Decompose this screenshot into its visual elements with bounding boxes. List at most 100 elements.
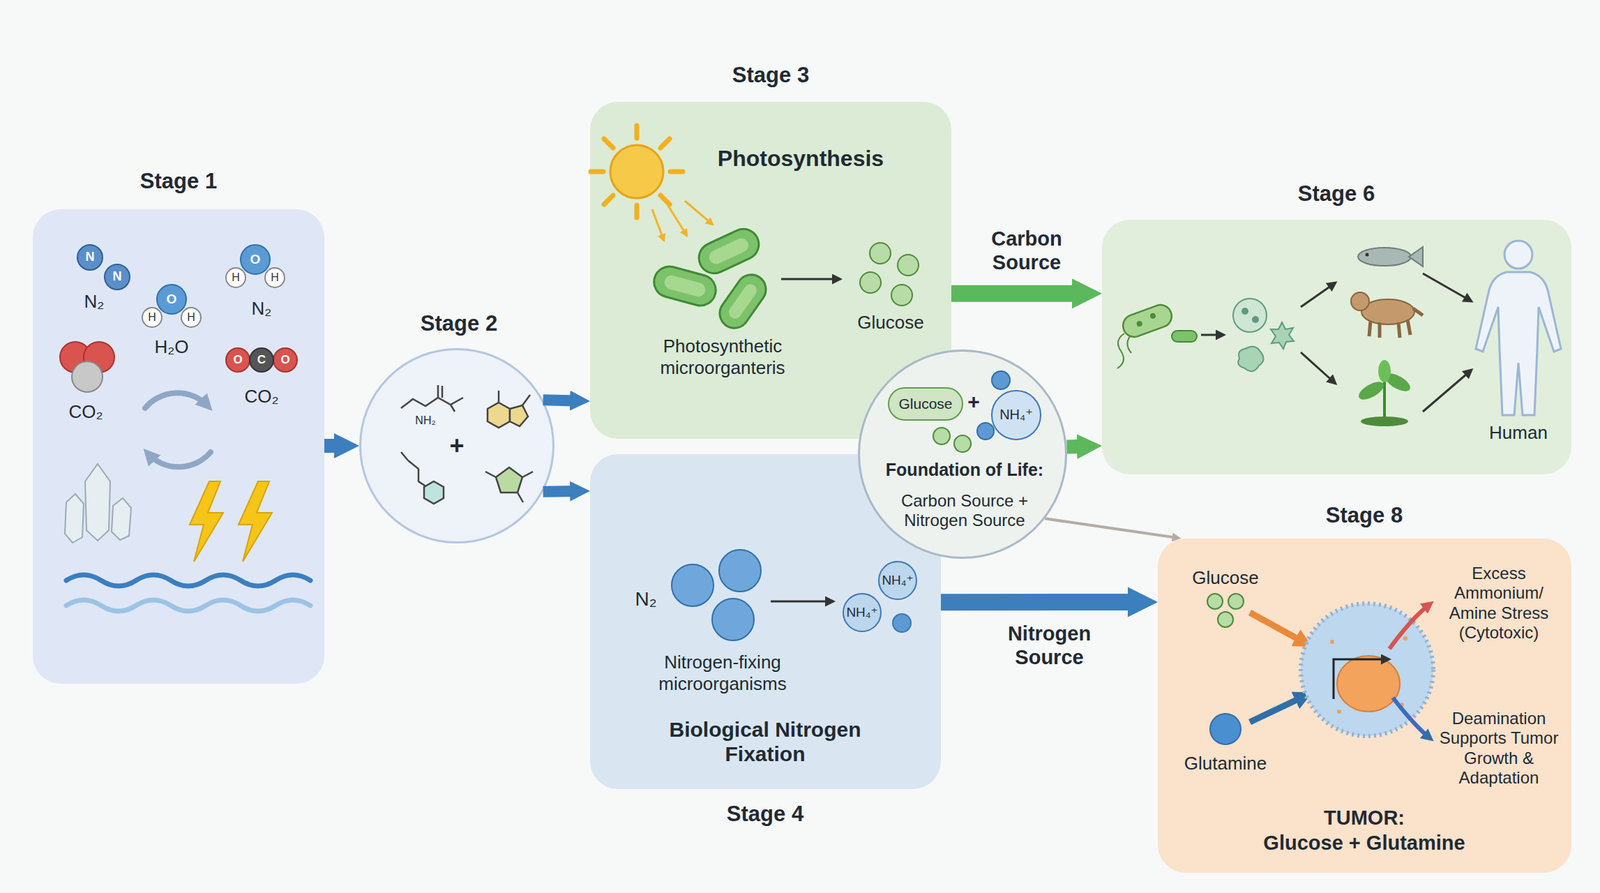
glucose-dots	[891, 284, 913, 306]
molecule-sketch	[401, 397, 464, 409]
deamination-arrow	[1392, 697, 1430, 738]
ammonium-circle: NH₄⁺	[991, 389, 1042, 441]
food-chain-arrows	[1300, 273, 1472, 412]
food-chain-arrows	[1300, 352, 1336, 384]
molecule-sketch	[424, 481, 444, 504]
node-text: Photosynthesis	[717, 145, 884, 173]
flow-arrow	[543, 485, 577, 498]
node-text: Stage 8	[1325, 502, 1403, 529]
process-arrow	[1201, 334, 1225, 337]
glucose-dots	[859, 242, 919, 306]
human-figure	[1504, 240, 1533, 269]
tumor-cell	[1337, 655, 1400, 712]
label-text: O	[232, 352, 243, 367]
glucose-dots	[869, 242, 891, 264]
water-molecule	[225, 244, 285, 288]
foundation-circle: Foundation of Life:Carbon Source + Nitro…	[857, 349, 1068, 559]
microbes	[1238, 346, 1264, 372]
carbon-dioxide-molecule	[225, 348, 250, 372]
water-waves	[66, 599, 311, 611]
carbon-dioxide-molecule	[273, 348, 298, 372]
bacterium	[1149, 312, 1157, 320]
label-text: H	[147, 311, 157, 325]
process-arrow	[781, 278, 841, 281]
node-text: Stage 2	[420, 311, 498, 337]
node-text: Carbon Source + Nitrogen Source	[884, 491, 1045, 531]
molecule-sketch	[408, 460, 429, 489]
molecule-sketch	[401, 385, 464, 412]
molecule-sketch	[498, 390, 531, 406]
sun	[610, 145, 664, 199]
food-chain-arrows	[1422, 273, 1472, 302]
node-text: Glucose + Glutamine	[1263, 830, 1465, 855]
molecule-sketch	[438, 385, 443, 398]
photosynthetic-bacterium	[707, 235, 752, 266]
bacterium	[1117, 333, 1132, 369]
bacterium	[1171, 330, 1197, 342]
label-text: Photosynthetic microorganteris	[642, 335, 803, 379]
light-rays	[652, 209, 664, 241]
glucose-dots	[897, 254, 919, 276]
tumor-cell	[1399, 702, 1405, 707]
label-text: Human	[1489, 421, 1548, 444]
light-rays	[668, 205, 688, 236]
molecule-sketch	[495, 467, 523, 493]
microbes	[1233, 298, 1294, 372]
label-text: N₂	[634, 587, 657, 611]
carbon-dioxide-cluster	[71, 361, 103, 392]
label-text: O	[166, 291, 178, 307]
carbon-dioxide-molecule	[249, 348, 274, 372]
stress-arrow	[1389, 604, 1430, 649]
glucose-dots	[1207, 593, 1244, 628]
molecule-sketch	[487, 402, 510, 428]
nutrient-dots	[933, 371, 1010, 452]
water-molecule	[142, 307, 162, 328]
ammonium-spheres	[892, 613, 911, 632]
bacterium	[1120, 302, 1176, 341]
human-figure	[1475, 240, 1561, 415]
sun	[590, 125, 683, 218]
node-text: TUMOR:	[1323, 805, 1405, 830]
water-molecule	[181, 307, 201, 328]
light-rays	[652, 200, 713, 241]
bacterium	[1120, 302, 1176, 341]
water-molecule	[156, 284, 187, 314]
photosynthetic-bacterium	[693, 223, 764, 279]
flow-arrow	[543, 399, 577, 401]
molecule-sketch	[401, 451, 409, 461]
tumor-cell	[1337, 709, 1342, 714]
label-text: N₂	[84, 290, 105, 313]
crystals	[64, 463, 132, 543]
edge-label: Carbon Source	[971, 225, 1082, 276]
label-text: NH₄⁺	[881, 572, 913, 588]
animal	[1351, 292, 1370, 311]
animal	[1361, 299, 1415, 325]
glucose-dots	[1228, 593, 1244, 609]
plant	[1383, 375, 1386, 420]
glutamine-sphere	[1210, 713, 1241, 745]
fish	[1357, 246, 1423, 267]
nitrogen-molecule	[104, 264, 130, 290]
animal	[1369, 308, 1423, 338]
node-text: NH₄⁺	[999, 406, 1033, 424]
label-text: NH₄⁺	[846, 604, 878, 621]
water-molecule	[265, 267, 285, 288]
label-text: H	[270, 271, 279, 285]
human-figure	[1475, 272, 1561, 415]
sun	[590, 125, 683, 218]
nitrogen-molecule	[77, 244, 103, 270]
photosynthetic-bacterium	[650, 262, 720, 309]
molecule-sketch	[487, 390, 531, 428]
process-arrow	[770, 600, 834, 603]
plant	[1382, 369, 1414, 395]
water-molecule	[142, 284, 201, 328]
label-text: +	[967, 389, 980, 414]
label-text: H₂O	[154, 336, 189, 358]
photosynthetic-bacterium	[693, 223, 764, 279]
node-text: Biological Nitrogen Fixation	[650, 717, 881, 767]
cycle-arrows	[145, 392, 208, 409]
molecule-sketch	[509, 405, 528, 427]
fish	[1357, 247, 1411, 266]
signal-arrow	[1333, 659, 1390, 699]
node-text: Stage 4	[726, 801, 804, 828]
